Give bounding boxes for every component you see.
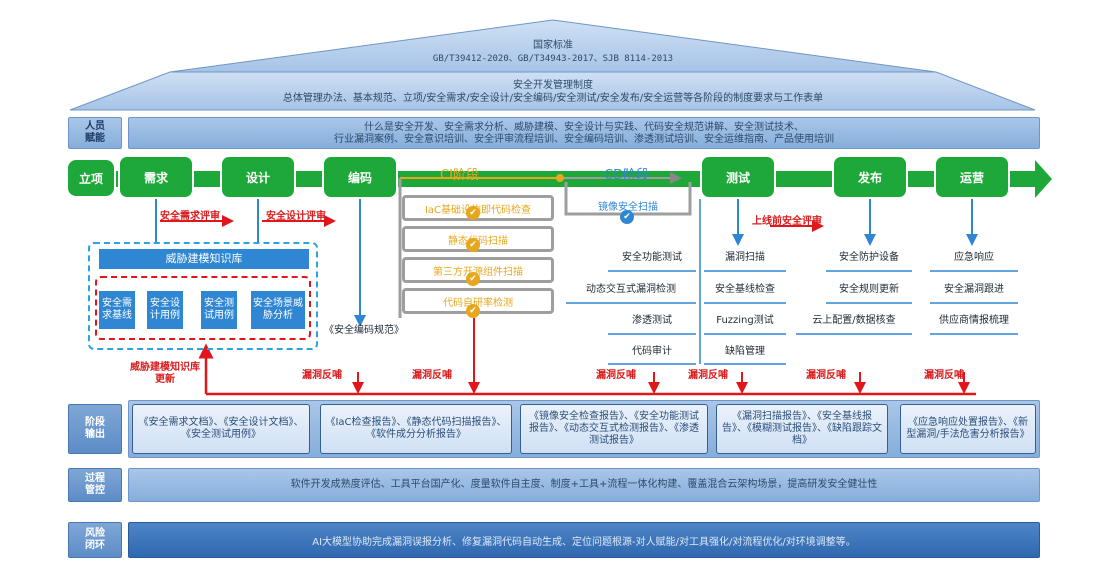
- phase-design[interactable]: 设计: [220, 155, 296, 199]
- test-baseline-check: 安全基线检查: [715, 284, 775, 295]
- roof-graphic: [69, 19, 1036, 111]
- cd-test-functional: 安全功能测试: [622, 252, 682, 263]
- management-system-title: 安全开发管理制度: [513, 80, 593, 91]
- feedback-label: 漏洞反哺: [806, 370, 846, 381]
- release-rule-update: 安全规则更新: [839, 284, 899, 295]
- threat-kb-outer: [88, 242, 318, 350]
- kb-item-design-cases[interactable]: 安全设 计用例: [146, 290, 184, 330]
- kb-item-test-cases[interactable]: 安全测 试用例: [200, 290, 238, 330]
- test-fuzzing: Fuzzing测试: [716, 315, 774, 326]
- feedback-label: 漏洞反哺: [302, 370, 342, 381]
- threat-kb-inner: [95, 276, 311, 340]
- outputs-label: 阶段 输出: [68, 404, 122, 454]
- test-vuln-scan: 漏洞扫描: [725, 252, 765, 263]
- phase-operation[interactable]: 运营: [934, 155, 1010, 199]
- check-icon: ✔: [466, 238, 480, 252]
- personnel-label: 人员 赋能: [68, 117, 122, 149]
- kb-update-label: 威胁建模知识库 更新: [130, 362, 200, 385]
- management-system-list: 总体管理办法、基本规范、立项/安全需求/安全设计/安全编码/安全测试/安全发布/…: [282, 93, 824, 104]
- phase-requirement[interactable]: 需求: [118, 155, 194, 199]
- feedback-label: 漏洞反哺: [412, 370, 452, 381]
- check-icon: ✔: [620, 210, 634, 224]
- personnel-band: 什么是安全开发、安全需求分析、威胁建模、安全设计与实践、代码安全规范讲解、安全测…: [128, 117, 1040, 149]
- risk-label: 风险 闭环: [68, 522, 122, 558]
- national-standard-list: GB/T39412-2020、GB/T34943-2017、SJB 8114-2…: [432, 54, 674, 64]
- cd-item-image-scan[interactable]: 镜像安全扫描: [598, 202, 658, 213]
- process-label: 过程 管控: [68, 468, 122, 502]
- output-ci[interactable]: 《IaC检查报告》、《静态代码扫描报告》、《软件成分分析报告》: [320, 404, 512, 454]
- personnel-line-1: 什么是安全开发、安全需求分析、威胁建模、安全设计与实践、代码安全规范讲解、安全测…: [364, 122, 804, 133]
- risk-band: AI大模型协助完成漏洞误报分析、修复漏洞代码自动生成、定位问题根源-对人赋能/对…: [128, 522, 1040, 558]
- ops-incident-response: 应急响应: [954, 252, 994, 263]
- cd-stage-title: CD阶段: [604, 168, 650, 183]
- process-band: 软件开发成熟度评估、工具平台国产化、度量软件自主度、制度+工具+流程一体化构建、…: [128, 468, 1040, 502]
- phase-initiation[interactable]: 立项: [66, 158, 116, 198]
- cd-test-pentest: 渗透测试: [632, 315, 672, 326]
- feedback-label: 漏洞反哺: [596, 370, 636, 381]
- design-review-label: 安全设计评审: [266, 211, 326, 222]
- feedback-label: 漏洞反哺: [688, 370, 728, 381]
- phase-release[interactable]: 发布: [832, 155, 908, 199]
- prelaunch-review-label: 上线前安全评审: [752, 216, 822, 227]
- requirement-review-label: 安全需求评审: [160, 211, 220, 222]
- personnel-line-2: 行业漏洞案例、安全意识培训、安全评审流程培训、安全编码培训、渗透测试培训、安全运…: [334, 134, 834, 145]
- ops-supplier-intel: 供应商情报梳理: [939, 315, 1009, 326]
- output-requirement-design[interactable]: 《安全需求文档》、《安全设计文档》、《安全测试用例》: [132, 404, 310, 454]
- release-cloud-check: 云上配置/数据核查: [812, 315, 896, 326]
- process-text: 软件开发成熟度评估、工具平台国产化、度量软件自主度、制度+工具+流程一体化构建、…: [290, 479, 878, 490]
- kb-item-scenario-threat[interactable]: 安全场景威 胁分析: [250, 290, 306, 330]
- output-cd[interactable]: 《镜像安全检查报告》、《安全功能测试报告》、《动态交互式检测报告》、《渗透测试报…: [520, 404, 708, 454]
- phase-coding[interactable]: 编码: [322, 155, 398, 199]
- coding-spec-label: 《安全编码规范》: [324, 325, 404, 336]
- phase-testing[interactable]: 测试: [700, 155, 776, 199]
- check-icon: ✔: [466, 304, 480, 318]
- output-operation[interactable]: 《应急响应处置报告》、《新型漏洞/手法危害分析报告》: [900, 404, 1036, 454]
- ops-vuln-followup: 安全漏洞跟进: [944, 284, 1004, 295]
- kb-item-requirement-baseline[interactable]: 安全需 求基线: [98, 290, 136, 330]
- ci-stage-title: CI阶段: [440, 168, 479, 183]
- national-standard-title: 国家标准: [533, 40, 573, 51]
- cd-test-iast: 动态交互式漏洞检测: [586, 284, 676, 295]
- test-defect-mgmt: 缺陷管理: [725, 346, 765, 357]
- threat-kb-title[interactable]: 威胁建模知识库: [98, 248, 310, 270]
- check-icon: ✔: [466, 272, 480, 286]
- check-icon: ✔: [466, 206, 480, 220]
- risk-text: AI大模型协助完成漏洞误报分析、修复漏洞代码自动生成、定位问题根源-对人赋能/对…: [312, 536, 856, 548]
- feedback-label: 漏洞反哺: [924, 370, 964, 381]
- cd-test-code-audit: 代码审计: [632, 346, 672, 357]
- release-protection-devices: 安全防护设备: [839, 252, 899, 263]
- output-testing[interactable]: 《漏洞扫描报告》、《安全基线报告》、《模糊测试报告》、《缺陷跟踪文档》: [716, 404, 888, 454]
